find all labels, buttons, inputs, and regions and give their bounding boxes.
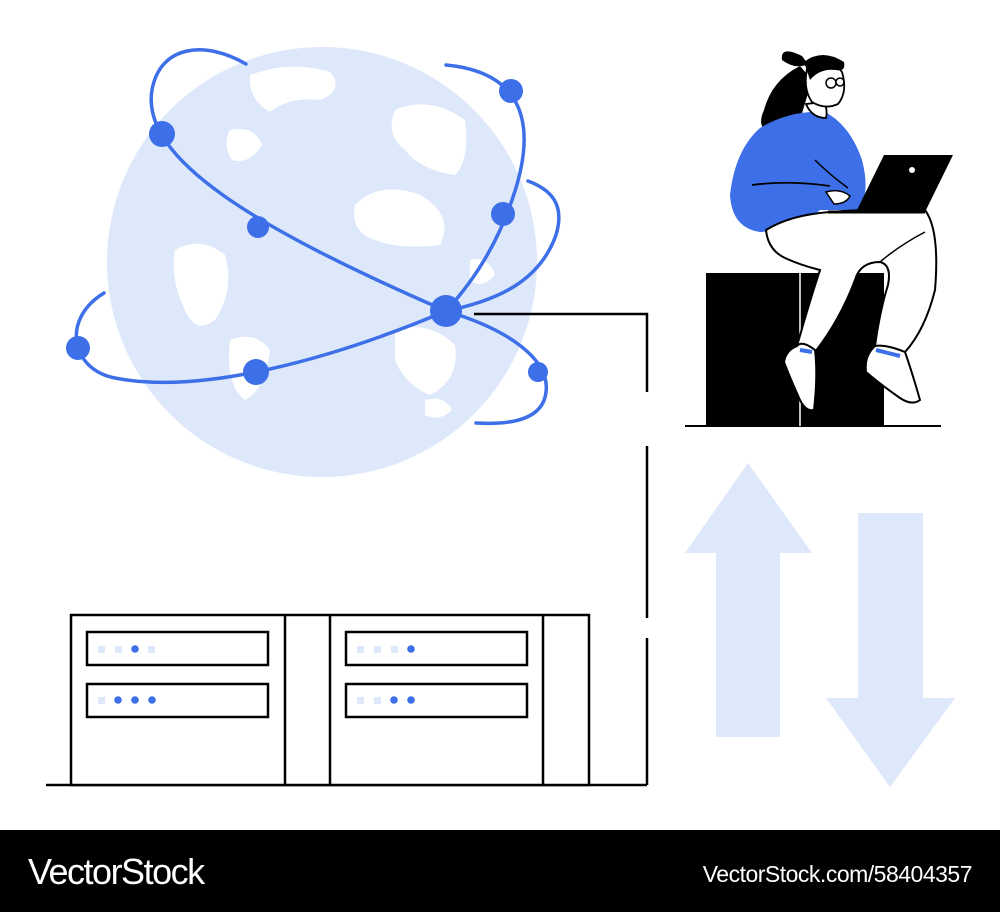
network-illustration: [46, 47, 955, 787]
woman-with-laptop-figure: [685, 51, 953, 427]
server-unit-left: [85, 630, 270, 719]
upload-arrow-icon: [685, 463, 812, 737]
watermark-footer: VectorStock VectorStock.com/58404357: [0, 830, 1000, 912]
connector-lines: [474, 312, 649, 785]
server-unit-right: [344, 630, 529, 719]
laptop-icon: [828, 155, 953, 214]
brand-logo-text: VectorStock: [28, 851, 205, 892]
globe-icon: [66, 47, 561, 477]
image-id-text: VectorStock.com/58404357: [702, 861, 973, 887]
server-rack-icon: [46, 613, 647, 787]
download-arrow-icon: [826, 513, 955, 787]
